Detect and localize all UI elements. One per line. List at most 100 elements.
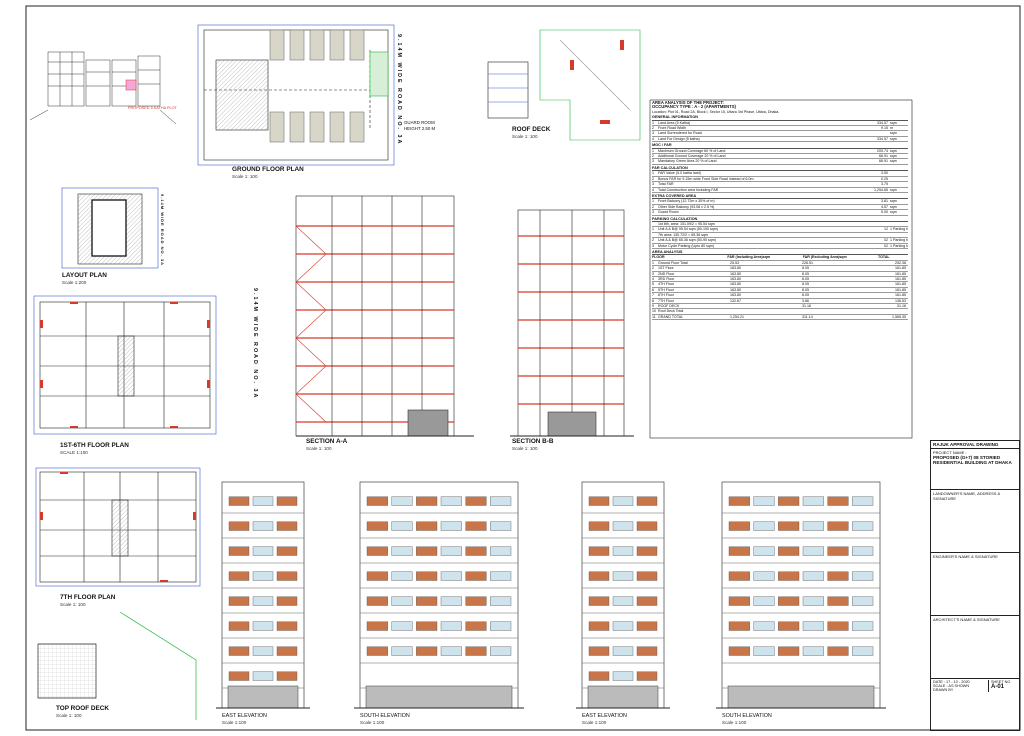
- window: [753, 596, 775, 606]
- window: [753, 571, 775, 581]
- site-location-map: [29, 51, 177, 125]
- window: [588, 671, 610, 681]
- floor-cell-far: 163.80: [730, 271, 741, 276]
- table-cell-value: 200.74: [877, 148, 888, 153]
- window: [728, 571, 750, 581]
- floor-cell-excl: 226.51: [802, 260, 813, 265]
- window: [612, 546, 634, 556]
- window: [588, 621, 610, 631]
- building-outline: [359, 481, 519, 709]
- floor-cell-total: 161.85: [895, 287, 906, 292]
- table-cell-label: Guard Room: [658, 210, 679, 215]
- floor-cell-floor: 4TH Floor: [658, 282, 674, 287]
- floor-cell-floor: 1ST Floor: [658, 266, 674, 271]
- approval-label: RAJUK APPROVAL DRAWING: [931, 441, 1019, 449]
- section-bb-title: SECTION B-B: [512, 438, 554, 445]
- section-aa-title: SECTION A-A: [306, 438, 348, 445]
- window: [753, 496, 775, 506]
- window: [802, 546, 824, 556]
- table-cell-value: 9.15: [881, 126, 888, 131]
- table-cell-value: 3.75: [881, 182, 888, 187]
- table-cell-unit: [890, 222, 908, 226]
- table-cell-label: 1st 8th, area: 151.09/2 = 95.54 sqm: [658, 221, 715, 226]
- occupancy-type: OCCUPANCY TYPE : A - 2 (APARTMENTS): [652, 104, 736, 110]
- window: [827, 571, 849, 581]
- floor-cell-floor: Roof Deck Total: [658, 309, 684, 314]
- table-cell-n: 3: [652, 131, 654, 136]
- floor-cell-n: 4: [652, 277, 654, 281]
- window: [416, 496, 438, 506]
- table-cell-label: Unit A & B@ 65.36 sqm (50-90 sqm): [658, 238, 716, 243]
- window: [228, 496, 250, 506]
- table-cell-n: 1: [652, 199, 654, 204]
- floor-cell-floor: Ground Floor Total: [658, 260, 688, 265]
- window: [276, 546, 298, 556]
- table-cell-label: Land For Design (5 katha): [658, 136, 700, 141]
- floor-cell-far: 163.80: [730, 266, 741, 271]
- window: [802, 596, 824, 606]
- window: [778, 596, 800, 606]
- table-cell-value: 334.57: [877, 120, 888, 125]
- floor-plan-1-6-drawing: [33, 295, 217, 435]
- window: [465, 621, 487, 631]
- roof-deck-drawing: [487, 29, 641, 141]
- far-excl-col-header: FAR (Excluding Area)sqm: [802, 255, 847, 260]
- floor-cell-n: 8: [652, 298, 654, 303]
- window: [588, 521, 610, 531]
- window: [252, 671, 274, 681]
- south-elevation-1-scale: Scale 1:100: [360, 720, 385, 725]
- table-cell-label: Additional Ground Coverage 20 % of Land: [658, 154, 726, 159]
- floor-cell-excl: 8.05: [802, 271, 809, 276]
- table-cell-n: 2: [652, 176, 654, 181]
- window: [228, 521, 250, 531]
- ground-floor-plan-scale: Scale 1: 100: [232, 174, 258, 179]
- table-cell-value: 02: [884, 238, 888, 243]
- window: [612, 671, 634, 681]
- window: [465, 546, 487, 556]
- ground-floor-gate: [727, 685, 875, 709]
- window: [852, 496, 874, 506]
- window: [252, 621, 274, 631]
- window: [612, 571, 634, 581]
- project-location: Location: Plot 01, Road 2A, Block I, Sec…: [652, 109, 780, 114]
- window: [612, 646, 634, 656]
- table-cell-label: Other Side Balcony (93.08 x 2.5 %): [658, 204, 715, 209]
- floor-cell-total: 1,565.35: [892, 314, 906, 319]
- table-cell-value: 66.91: [879, 154, 888, 159]
- landowner-label: LANDOWNER'S NAME, ADDRESS & SIGNATURE: [933, 491, 1001, 501]
- window: [416, 571, 438, 581]
- far-incl-col-header: FAR (Including Area)sqm: [727, 255, 771, 260]
- window: [276, 621, 298, 631]
- section-aa-scale: Scale 1: 100: [306, 446, 332, 451]
- window: [416, 521, 438, 531]
- roof-deck-title: ROOF DECK: [512, 126, 551, 133]
- table-cell-label: Total Construction area Including FAR: [658, 187, 719, 192]
- window: [852, 546, 874, 556]
- table-cell-value: 1,254.65: [874, 187, 888, 192]
- window: [612, 496, 634, 506]
- table-cell-n: 3: [652, 243, 654, 248]
- project-name-label: PROJECT NAME :: [933, 450, 967, 455]
- ground-floor-gate: [227, 685, 299, 709]
- window: [490, 646, 512, 656]
- table-cell-value: 0.25: [881, 176, 888, 181]
- roof-deck-scale: Scale 1: 100: [512, 134, 538, 139]
- window: [276, 496, 298, 506]
- window: [440, 621, 462, 631]
- window: [276, 646, 298, 656]
- table-cell-n: 3: [652, 159, 654, 164]
- floor-cell-excl: 8.05: [802, 287, 809, 292]
- floor-cell-excl: 8.05: [802, 282, 809, 287]
- south-elevation-2-title: SOUTH ELEVATION: [722, 713, 772, 719]
- section-bb-drawing: [510, 209, 634, 437]
- table-cell-unit: 1 Parking for every 04 Units: [890, 238, 908, 243]
- floor-cell-total: 31.16: [897, 304, 906, 309]
- window: [366, 646, 388, 656]
